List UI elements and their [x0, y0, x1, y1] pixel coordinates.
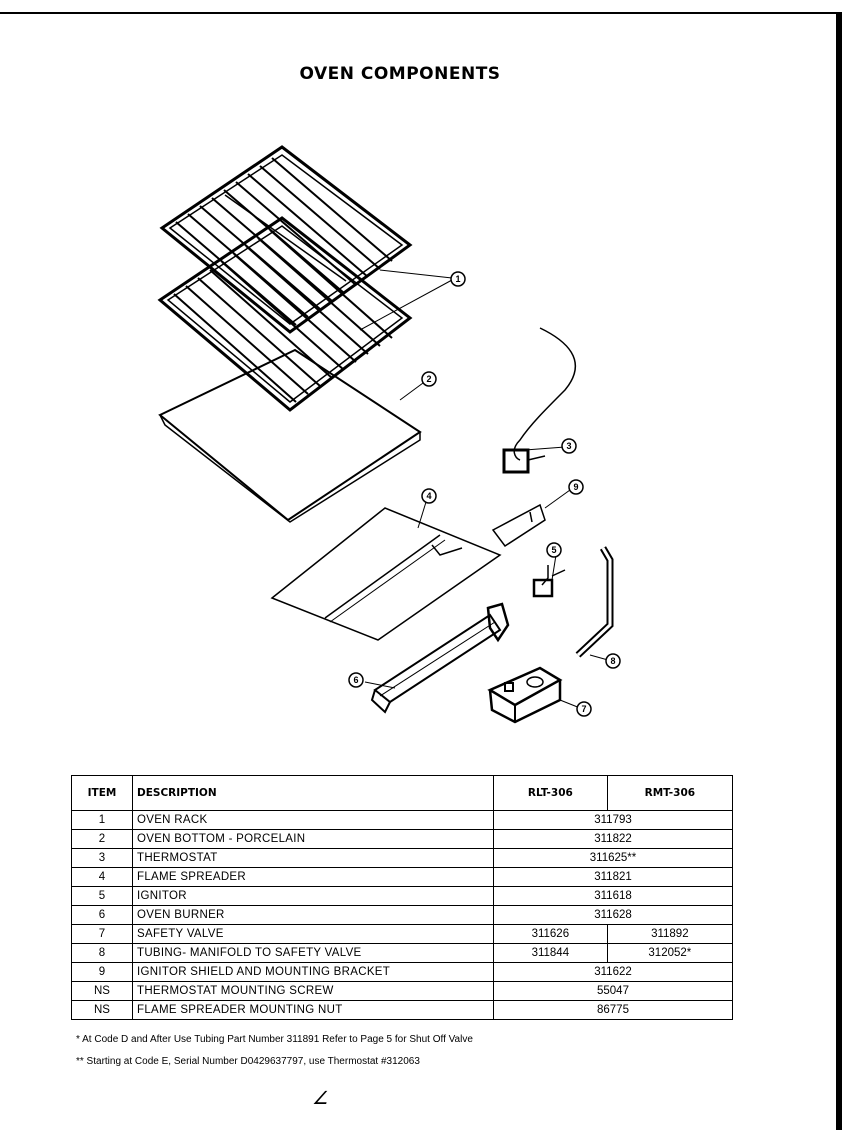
oven-rack-upper: [159, 145, 413, 334]
part-number: 311821: [493, 867, 733, 887]
svg-text:5: 5: [551, 545, 556, 555]
part-description: TUBING- MANIFOLD TO SAFETY VALVE: [132, 943, 494, 963]
part-number-rlt306: 311844: [493, 943, 608, 963]
oven-bottom: [158, 348, 422, 523]
item-number: 6: [71, 905, 133, 925]
item-number: 8: [71, 943, 133, 963]
part-description: OVEN RACK: [132, 810, 494, 830]
callout-3: 3: [561, 438, 577, 454]
header-description: DESCRIPTION: [132, 775, 494, 811]
callout-8: 8: [605, 653, 621, 669]
part-number: 55047: [493, 981, 733, 1001]
item-number: 5: [71, 886, 133, 906]
oven-burner: [370, 602, 510, 714]
svg-text:2: 2: [426, 374, 431, 384]
header-item: ITEM: [71, 775, 133, 811]
item-number: NS: [71, 1000, 133, 1020]
part-number: 86775: [493, 1000, 733, 1020]
callout-4: 4: [421, 488, 437, 504]
leader-lines: [359, 269, 609, 709]
item-number: 7: [71, 924, 133, 944]
part-number-rmt306: 311892: [606, 924, 734, 944]
safety-valve: [487, 666, 563, 724]
item-number: 9: [71, 962, 133, 982]
part-description: THERMOSTAT: [132, 848, 494, 868]
callout-5: 5: [546, 542, 562, 558]
callout-markers: 1 2 3 4 5 6 7 8 9: [348, 271, 621, 717]
header-model-rlt306: RLT-306: [493, 775, 608, 811]
svg-text:8: 8: [610, 656, 615, 666]
part-description: OVEN BOTTOM - PORCELAIN: [132, 829, 494, 849]
part-description: IGNITOR SHIELD AND MOUNTING BRACKET: [132, 962, 494, 982]
exploded-parts-diagram: 1 2 3 4 5 6 7 8 9: [157, 145, 621, 724]
item-number: NS: [71, 981, 133, 1001]
header-model-rmt306: RMT-306: [606, 775, 734, 811]
part-description: FLAME SPREADER MOUNTING NUT: [132, 1000, 494, 1020]
page-title: OVEN COMPONENTS: [299, 64, 501, 84]
footnote-thermostat: ** Starting at Code E, Serial Number D04…: [76, 1056, 420, 1067]
item-number: 1: [71, 810, 133, 830]
part-number: 311622: [493, 962, 733, 982]
part-number: 311822: [493, 829, 733, 849]
callout-1: 1: [450, 271, 466, 287]
handwritten-mark: ∠: [312, 1088, 329, 1108]
ignitor-shield: [491, 503, 546, 548]
item-number: 3: [71, 848, 133, 868]
part-number: 311618: [493, 886, 733, 906]
svg-text:6: 6: [353, 675, 358, 685]
part-description: OVEN BURNER: [132, 905, 494, 925]
oven-rack-lower: [157, 216, 413, 412]
svg-text:7: 7: [581, 704, 586, 714]
callout-7: 7: [576, 701, 592, 717]
page-border-right: [836, 14, 842, 1130]
ignitor: [532, 565, 566, 598]
part-number: 311793: [493, 810, 733, 830]
svg-text:1: 1: [455, 274, 460, 284]
item-number: 2: [71, 829, 133, 849]
part-description: SAFETY VALVE: [132, 924, 494, 944]
part-description: IGNITOR: [132, 886, 494, 906]
part-number: 311628: [493, 905, 733, 925]
callout-6: 6: [348, 672, 364, 688]
part-number: 311625**: [493, 848, 733, 868]
flame-spreader: [270, 507, 502, 641]
svg-text:3: 3: [566, 441, 571, 451]
svg-text:9: 9: [573, 482, 578, 492]
tubing: [575, 546, 614, 658]
page-border-top: [0, 12, 842, 14]
table-header-row: ITEM DESCRIPTION RLT-306 RMT-306: [71, 775, 734, 811]
part-description: THERMOSTAT MOUNTING SCREW: [132, 981, 494, 1001]
svg-text:4: 4: [426, 491, 431, 501]
part-number-rlt306: 311626: [493, 924, 608, 944]
item-number: 4: [71, 867, 133, 887]
callout-2: 2: [421, 371, 437, 387]
callout-9: 9: [568, 479, 584, 495]
footnotes: * At Code D and After Use Tubing Part Nu…: [76, 1029, 473, 1073]
thermostat: [502, 327, 577, 474]
part-number-rmt306: 312052*: [606, 943, 734, 963]
footnote-tubing: * At Code D and After Use Tubing Part Nu…: [76, 1034, 473, 1045]
part-description: FLAME SPREADER: [132, 867, 494, 887]
